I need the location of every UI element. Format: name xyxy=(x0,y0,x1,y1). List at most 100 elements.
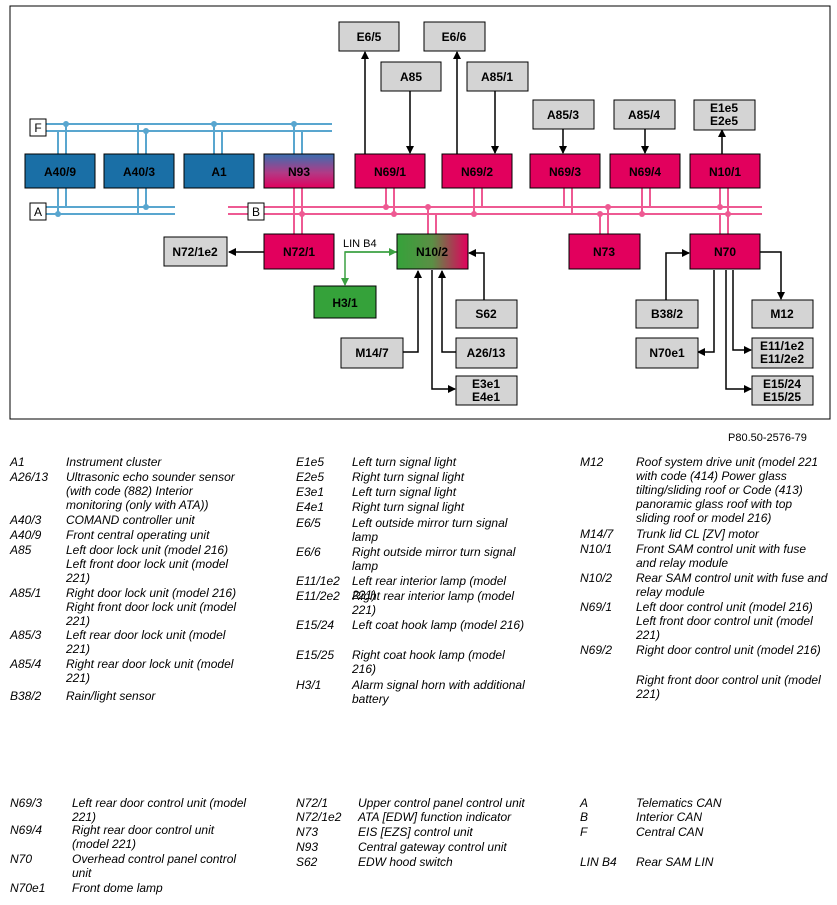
svg-text:A85/4: A85/4 xyxy=(628,108,660,122)
legend-description: Left front door control unit (model 221) xyxy=(636,614,813,642)
svg-text:N69/2: N69/2 xyxy=(461,165,493,179)
connection-lines xyxy=(228,51,785,393)
legend-code: E15/24 xyxy=(296,618,335,632)
box-e6-5: E6/5 xyxy=(338,21,400,52)
bus-tag-f: F xyxy=(29,118,47,137)
lin-b4-label: LIN B4 xyxy=(343,238,377,250)
svg-text:M14/7: M14/7 xyxy=(355,346,389,360)
box-n70: N70 xyxy=(689,233,761,270)
lin-b4-line xyxy=(341,251,397,286)
can-f-junctions xyxy=(63,121,297,134)
can-b-bus xyxy=(228,188,762,234)
box-e3e1-e4e1: E3e1 E4e1 xyxy=(455,375,518,406)
legend-code: E11/2e2 xyxy=(296,589,340,603)
legend-code: E15/25 xyxy=(296,648,335,662)
legend-description: EDW hood switch xyxy=(358,855,453,869)
box-n70e1: N70e1 xyxy=(635,337,699,369)
svg-text:S62: S62 xyxy=(475,307,497,321)
legend-description: EIS [EZS] control unit xyxy=(358,825,473,839)
legend-description: Right coat hook lamp (model 216) xyxy=(352,648,505,676)
legend-code: N69/2 xyxy=(580,643,613,657)
svg-text:N93: N93 xyxy=(288,165,310,179)
legend-description: Left front door lock unit (model 221) xyxy=(66,557,229,585)
svg-text:E6/5: E6/5 xyxy=(357,30,382,44)
legend-description: Front SAM control unit with fuse and rel… xyxy=(636,542,807,570)
svg-text:A: A xyxy=(34,205,42,219)
box-m14-7: M14/7 xyxy=(340,337,404,369)
svg-text:E3e1: E3e1 xyxy=(472,377,500,391)
box-h3-1: H3/1 xyxy=(313,285,377,319)
legend-code: A85/4 xyxy=(10,657,42,671)
diagram-frame xyxy=(9,5,831,420)
box-n93: N93 xyxy=(263,153,335,189)
legend-code: E2e5 xyxy=(296,470,325,484)
legend-code: E1e5 xyxy=(296,455,325,469)
legend-description: Right door control unit (model 216) xyxy=(636,643,821,657)
legend-description: Front dome lamp xyxy=(72,881,163,895)
svg-text:A85/1: A85/1 xyxy=(481,70,513,84)
legend-code: N69/3 xyxy=(10,796,43,810)
svg-text:E2e5: E2e5 xyxy=(710,114,738,128)
svg-text:E4e1: E4e1 xyxy=(472,390,500,404)
svg-text:N70e1: N70e1 xyxy=(649,346,685,360)
legend-description: Right rear interior lamp (model 221) xyxy=(352,589,515,617)
bus-tag-a: A xyxy=(29,202,47,221)
legend-code: B xyxy=(580,810,589,824)
legend-description: COMAND controller unit xyxy=(66,513,195,527)
legend-description: Upper control panel control unit xyxy=(358,796,525,810)
legend-code: E6/5 xyxy=(296,516,321,530)
legend-code: A26/13 xyxy=(10,470,49,484)
box-b38-2: B38/2 xyxy=(635,299,699,329)
svg-text:H3/1: H3/1 xyxy=(332,296,358,310)
legend-description: Instrument cluster xyxy=(66,455,162,469)
box-a26-13: A26/13 xyxy=(455,337,518,369)
svg-text:N10/1: N10/1 xyxy=(709,165,741,179)
svg-text:N73: N73 xyxy=(593,245,615,259)
svg-text:B: B xyxy=(252,205,260,219)
legend-description: Roof system drive unit (model 221 with c… xyxy=(636,455,819,525)
legend-description: Left rear interior lamp (model 221) xyxy=(352,574,507,602)
legend-code: M12 xyxy=(580,455,604,469)
legend-description: Central CAN xyxy=(636,825,704,839)
box-a85: A85 xyxy=(380,61,442,92)
svg-text:E15/25: E15/25 xyxy=(763,390,801,404)
svg-text:E6/6: E6/6 xyxy=(442,30,467,44)
legend-description: Left turn signal light xyxy=(352,455,457,469)
box-a1: A1 xyxy=(183,153,255,189)
legend-description: Trunk lid CL [ZV] motor xyxy=(636,527,759,541)
legend-code: H3/1 xyxy=(296,678,322,692)
box-n69-4: N69/4 xyxy=(609,153,681,189)
box-n10-1: N10/1 xyxy=(689,153,761,189)
svg-text:N69/3: N69/3 xyxy=(549,165,581,179)
svg-text:M12: M12 xyxy=(770,307,794,321)
svg-text:A1: A1 xyxy=(211,165,227,179)
legend-description: Right rear door control unit (model 221) xyxy=(72,823,215,851)
legend-description: Left outside mirror turn signal lamp xyxy=(352,516,508,544)
legend-code: A1 xyxy=(10,455,25,469)
legend-description: Right front door control unit (model 221… xyxy=(636,673,821,701)
legend-code: A85/3 xyxy=(10,628,42,642)
box-n69-2: N69/2 xyxy=(441,153,513,189)
legend-description: Left door lock unit (model 216) xyxy=(66,543,229,557)
legend-description: Left turn signal light xyxy=(352,485,457,499)
legend-description: Alarm signal horn with additional batter… xyxy=(352,678,525,706)
svg-text:E15/24: E15/24 xyxy=(763,377,801,391)
legend-code: A85/1 xyxy=(10,586,42,600)
legend-code: N69/4 xyxy=(10,823,43,837)
legend-description: Right rear door lock unit (model 221) xyxy=(66,657,234,685)
box-n69-1: N69/1 xyxy=(354,153,426,189)
legend-description: Left rear door lock unit (model 221) xyxy=(66,628,226,656)
legend-description: Central gateway control unit xyxy=(358,840,507,854)
legend-code: B38/2 xyxy=(10,689,42,703)
legend-description: Ultrasonic echo sounder sensor (with cod… xyxy=(66,470,235,512)
legend-code: A xyxy=(580,796,589,810)
box-a85-1: A85/1 xyxy=(466,61,529,92)
box-a85-4: A85/4 xyxy=(613,99,676,130)
legend-description: Right door lock unit (model 216) xyxy=(66,586,237,600)
svg-text:A85: A85 xyxy=(400,70,422,84)
svg-text:N72/1: N72/1 xyxy=(283,245,315,259)
legend-code: M14/7 xyxy=(580,527,614,541)
box-n72-1e2: N72/1e2 xyxy=(163,236,228,267)
legend-description: Rain/light sensor xyxy=(66,689,156,703)
svg-text:E1e5: E1e5 xyxy=(710,101,738,115)
